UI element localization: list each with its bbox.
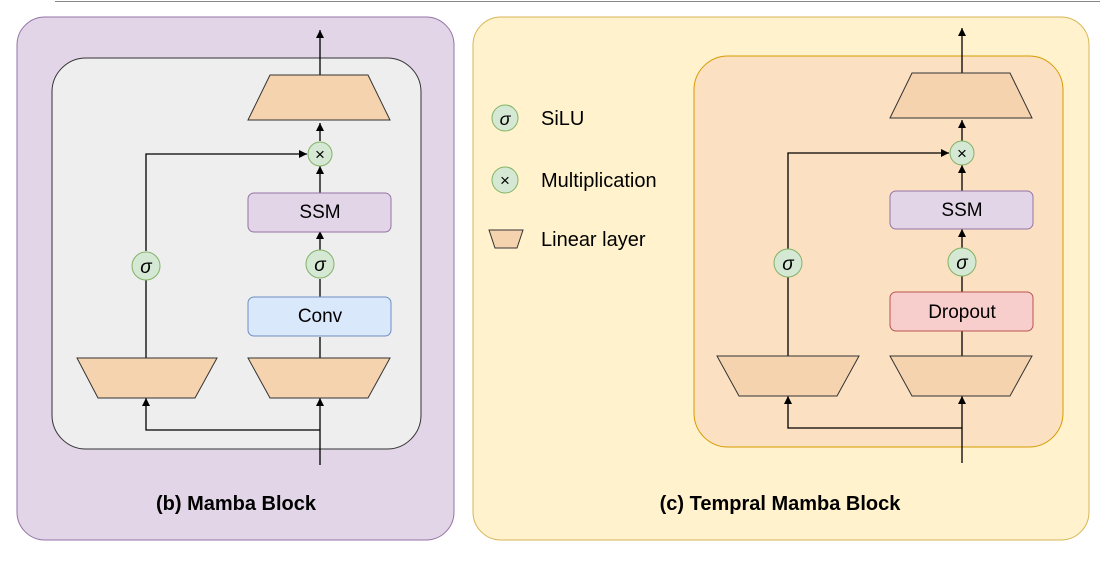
temporal-multiply-icon [949, 140, 975, 166]
temporal-multiply-symbol: × [957, 144, 967, 163]
mamba-linear-left [76, 357, 218, 399]
temporal-silu-left-symbol: σ [782, 254, 795, 275]
mamba-panel-title: (b) Mamba Block [156, 493, 317, 515]
legend: σ SiLU × Multiplication Linear layer [488, 104, 657, 251]
temporal-panel: σ SiLU × Multiplication Linear layer Dro… [472, 16, 1090, 541]
mamba-conv-label: Conv [298, 306, 343, 327]
mamba-multiply-symbol: × [315, 145, 325, 164]
temporal-silu-left-icon [773, 248, 803, 278]
trapezoid-icon [488, 229, 524, 249]
legend-label-multiplication: Multiplication [541, 170, 657, 192]
mamba-silu-left-symbol: σ [140, 257, 153, 278]
mamba-linear-right [247, 357, 391, 399]
temporal-dropout-box [889, 291, 1034, 332]
temporal-dropout-label: Dropout [928, 302, 996, 323]
mamba-silu-right-icon [305, 249, 335, 279]
mamba-ssm-box [247, 192, 392, 233]
legend-label-silu: SiLU [541, 108, 584, 130]
legend-sigma-symbol: σ [500, 109, 512, 129]
mamba-conv-box [247, 296, 392, 337]
mamba-multiply-icon [307, 141, 333, 167]
multiply-circle-icon [491, 166, 519, 194]
temporal-silu-right-symbol: σ [956, 253, 969, 274]
temporal-ssm-label: SSM [941, 200, 982, 221]
temporal-panel-title: (c) Tempral Mamba Block [660, 493, 902, 515]
temporal-connectors [784, 28, 966, 463]
temporal-linear-top [889, 72, 1033, 119]
temporal-linear-right [889, 355, 1033, 397]
temporal-linear-left [716, 355, 860, 397]
mamba-silu-left-icon [131, 251, 161, 281]
temporal-silu-right-icon [947, 247, 977, 277]
mamba-panel: Conv SSM σ σ × (b) Mamba Block [16, 16, 455, 541]
legend-label-linear-layer: Linear layer [541, 229, 646, 251]
legend-times-symbol: × [500, 171, 510, 190]
mamba-ssm-label: SSM [299, 202, 340, 223]
mamba-linear-top [247, 74, 391, 121]
mamba-silu-right-symbol: σ [314, 255, 327, 276]
temporal-ssm-box [889, 190, 1034, 230]
sigma-circle-icon [491, 104, 519, 132]
mamba-connectors [142, 30, 324, 465]
